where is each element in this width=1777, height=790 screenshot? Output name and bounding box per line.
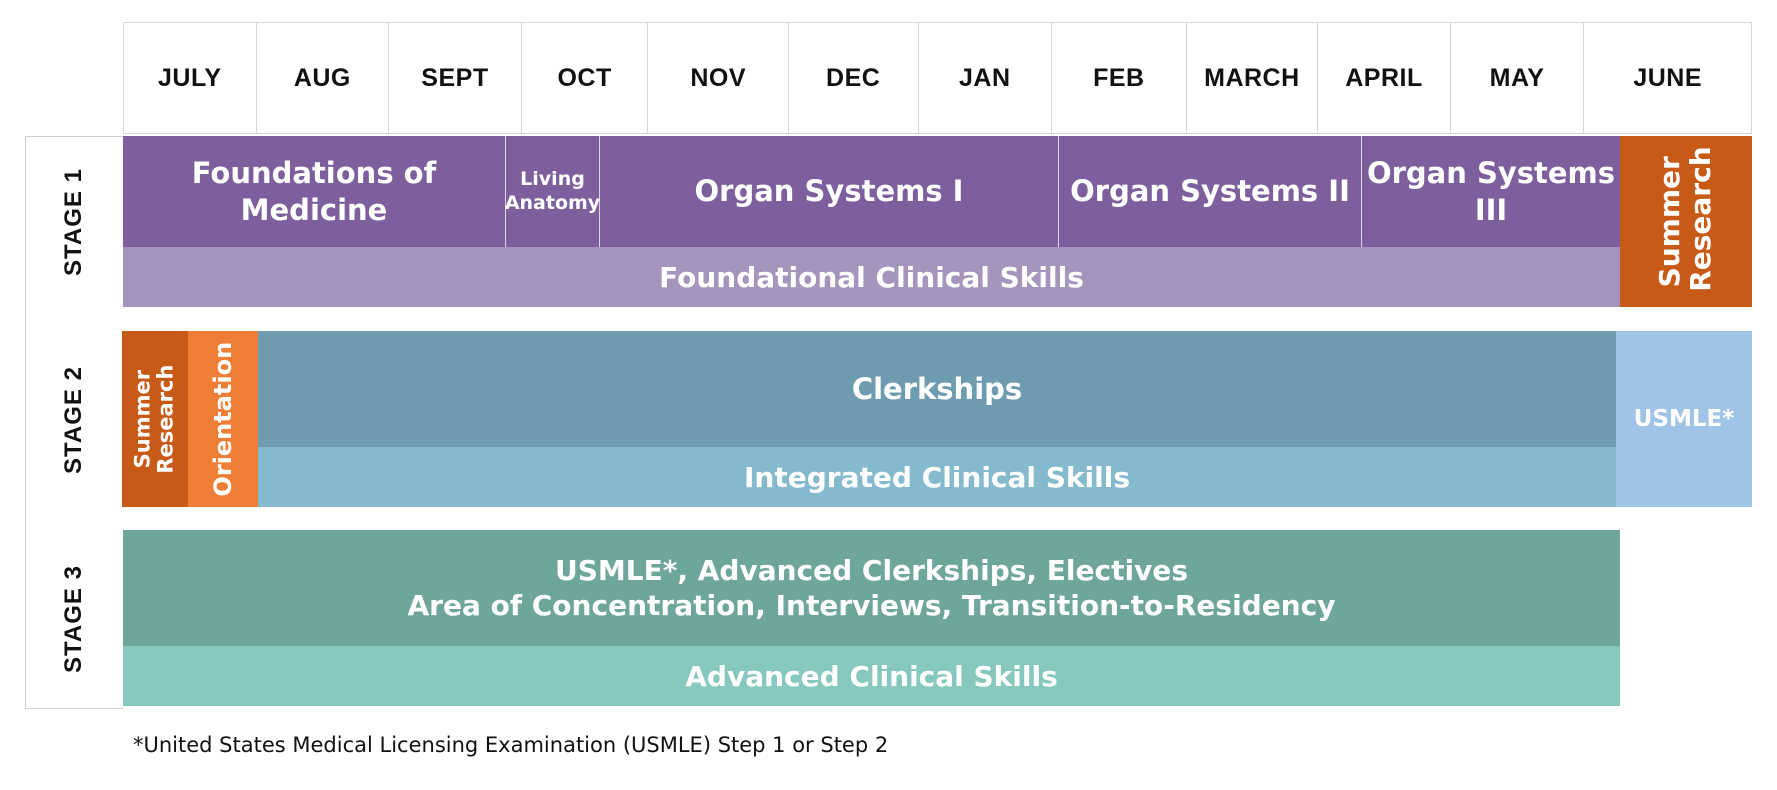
orientation-block: Orientation [188, 331, 258, 507]
stage-1-courses-band [123, 136, 1620, 247]
stage-2-summer-research-block: Summer Research [122, 331, 188, 507]
month-july: JULY [124, 23, 257, 133]
month-dec: DEC [789, 23, 919, 133]
organ-systems-2-block: Organ Systems II [1070, 174, 1350, 209]
stage-3-main-block: USMLE*, Advanced Clerkships, Electives A… [123, 530, 1620, 646]
stage-1-summer-research-text: Summer Research [1653, 146, 1717, 292]
advanced-clinical-skills-block: Advanced Clinical Skills [123, 646, 1620, 706]
month-jan: JAN [919, 23, 1053, 133]
stage-2-label: STAGE 2 [25, 331, 123, 508]
divider-organ-2 [1361, 136, 1362, 247]
month-may: MAY [1451, 23, 1585, 133]
month-sept: SEPT [389, 23, 522, 133]
clerkships-block: Clerkships [258, 331, 1616, 447]
divider-organ-1 [1058, 136, 1059, 247]
stage-3-line-1: USMLE*, Advanced Clerkships, Electives [555, 554, 1188, 587]
month-nov: NOV [648, 23, 789, 133]
stage-2-summer-research-text: Summer Research [130, 364, 178, 474]
organ-systems-3-block: Organ Systems III [1366, 156, 1616, 227]
foundational-clinical-skills-block: Foundational Clinical Skills [123, 247, 1620, 307]
month-oct: OCT [522, 23, 649, 133]
stage-2-usmle-block: USMLE* [1616, 331, 1752, 507]
month-june: JUNE [1633, 63, 1703, 92]
divider-living-anatomy [599, 136, 600, 247]
integrated-clinical-skills-block: Integrated Clinical Skills [258, 447, 1616, 507]
month-feb: FEB [1052, 23, 1187, 133]
foundations-of-medicine-block: Foundations of Medicine [191, 156, 437, 227]
stage-3-text: STAGE 3 [60, 565, 88, 673]
stage-1-summer-research-block: Summer Research [1620, 136, 1752, 307]
stage-2-text: STAGE 2 [60, 365, 88, 474]
organ-systems-1-block: Organ Systems I [694, 174, 964, 209]
orientation-text: Orientation [208, 341, 237, 497]
month-march: MARCH [1187, 23, 1319, 133]
stage-3-line-2: Area of Concentration, Interviews, Trans… [407, 589, 1336, 622]
divider-foundations [505, 136, 506, 247]
stage-label-frame [25, 136, 123, 709]
stage-3-label: STAGE 3 [25, 530, 123, 708]
stage-1-label: STAGE 1 [25, 136, 123, 308]
stage-1-text: STAGE 1 [60, 168, 88, 276]
living-anatomy-block: Living Anatomy [504, 167, 601, 214]
footnote: *United States Medical Licensing Examina… [133, 733, 889, 757]
month-aug: AUG [257, 23, 390, 133]
month-april: APRIL [1318, 23, 1451, 133]
month-header: JULY AUG SEPT OCT NOV DEC JAN FEB MARCH … [123, 22, 1752, 134]
